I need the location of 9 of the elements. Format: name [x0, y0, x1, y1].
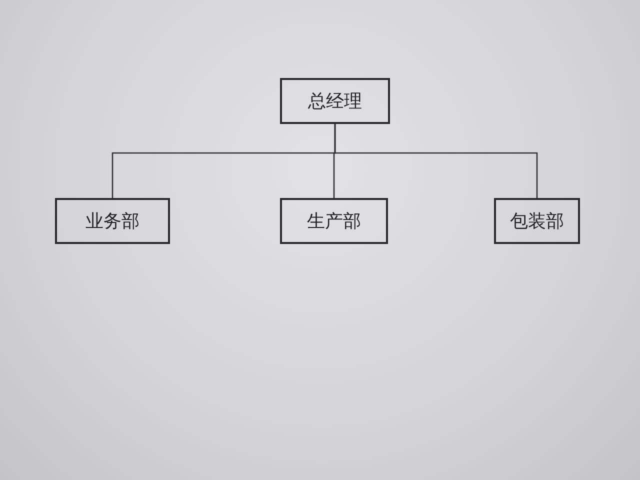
- box-label: 业务部: [86, 210, 140, 233]
- box-label: 生产部: [307, 210, 361, 233]
- box-label: 包装部: [510, 210, 564, 233]
- org-box: [494, 198, 580, 244]
- box-label: 总经理: [308, 90, 362, 113]
- connector-line: [334, 124, 538, 198]
- org-box: [280, 78, 390, 124]
- org-box: [280, 198, 388, 244]
- org-box: [55, 198, 170, 244]
